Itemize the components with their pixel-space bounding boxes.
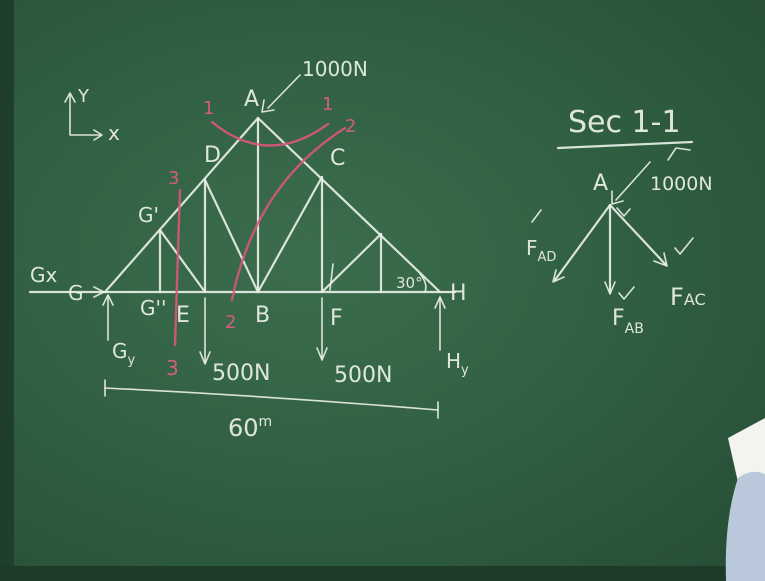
angle-arc bbox=[419, 273, 427, 293]
section-cut-2 bbox=[230, 126, 347, 302]
section-2-label-bottom: 2 bbox=[225, 312, 236, 333]
span-label: 60m bbox=[228, 414, 272, 442]
x-arrow-head bbox=[93, 129, 103, 141]
section-cut-1 bbox=[210, 120, 330, 147]
node-label-g-prime: G' bbox=[138, 203, 159, 227]
member-db bbox=[203, 178, 260, 294]
section-3-label-bottom: 3 bbox=[166, 356, 179, 380]
x-axis-label: x bbox=[108, 121, 120, 145]
node-label-a: A bbox=[244, 87, 259, 112]
top-load-line bbox=[267, 74, 301, 109]
gx-arrow-head bbox=[93, 286, 105, 298]
y-axis-label: Y bbox=[77, 86, 90, 107]
fbd-load-arrow-head bbox=[611, 190, 624, 205]
y-arrow-head bbox=[64, 92, 76, 103]
member-f-diagonal bbox=[320, 232, 383, 294]
angle-label: 30° bbox=[396, 274, 423, 292]
fbd-right-angle-mark bbox=[616, 207, 631, 217]
member-mark bbox=[329, 263, 334, 291]
fbd-fac-check bbox=[674, 237, 694, 255]
fbd-fac-line bbox=[608, 203, 668, 267]
free-body-diagram: Sec 1-1 A 1000N FAD FAB FAC bbox=[526, 105, 713, 337]
axes-lines bbox=[69, 94, 101, 136]
fbd-fad-label: FAD bbox=[526, 236, 556, 265]
node-label-d: D bbox=[204, 143, 221, 168]
load-label-left: 500N bbox=[212, 361, 270, 386]
reaction-label-hy: Hy bbox=[446, 349, 469, 378]
presenter-partial bbox=[725, 418, 765, 581]
node-label-g: G bbox=[68, 281, 84, 305]
fbd-fab-check bbox=[618, 286, 635, 300]
node-label-e: E bbox=[176, 303, 190, 328]
truss-left-top-chord bbox=[103, 116, 260, 294]
fbd-load-line bbox=[615, 161, 651, 201]
reaction-label-gy: Gy bbox=[112, 339, 136, 368]
fbd-fad-line bbox=[553, 203, 612, 282]
truss-diagram: A B C D E F G G' G'' H 30° Gx Gy Hy 1000… bbox=[28, 57, 469, 442]
fbd-load-label: 1000N bbox=[650, 173, 713, 195]
node-label-g-double-prime: G'' bbox=[140, 296, 167, 320]
section-3-label-top: 3 bbox=[168, 168, 179, 189]
load-label-top: 1000N bbox=[302, 57, 368, 81]
fbd-node-label: A bbox=[593, 171, 608, 196]
gy-arrow-head bbox=[102, 294, 114, 306]
section-1-label-left: 1 bbox=[203, 98, 214, 119]
left-load-arrow-head bbox=[199, 351, 211, 365]
top-load-arrow-head bbox=[261, 99, 275, 113]
span-dimension-line bbox=[104, 387, 439, 411]
fbd-fad-arrow-head bbox=[552, 269, 565, 283]
reaction-label-gx: Gx bbox=[30, 263, 57, 287]
node-label-h: H bbox=[450, 281, 467, 306]
section-cut-3 bbox=[173, 188, 182, 347]
right-load-arrow-head bbox=[316, 347, 328, 361]
fbd-fac-arrow-head bbox=[653, 252, 668, 267]
fbd-title: Sec 1-1 bbox=[568, 105, 681, 140]
fbd-load-check bbox=[667, 147, 691, 161]
node-label-f: F bbox=[330, 306, 343, 331]
member-g-prime-diagonal bbox=[158, 228, 207, 294]
board-bottom-tray bbox=[0, 566, 765, 581]
section-cuts: 1 1 2 2 3 3 bbox=[166, 94, 356, 380]
section-1-label-right: 1 bbox=[322, 94, 333, 115]
board-left-edge bbox=[0, 0, 14, 581]
fbd-fad-check bbox=[531, 209, 542, 223]
truss-right-top-chord bbox=[256, 116, 442, 294]
node-label-c: C bbox=[330, 146, 345, 171]
fbd-title-underline bbox=[556, 140, 694, 150]
fbd-fab-arrow-head bbox=[604, 281, 616, 295]
load-label-right: 500N bbox=[334, 363, 392, 388]
member-bc bbox=[256, 175, 324, 294]
fbd-fab-label: FAB bbox=[612, 306, 644, 337]
presenter-sleeve bbox=[725, 471, 765, 581]
coordinate-axes: Y x bbox=[64, 86, 120, 145]
section-2-label-top: 2 bbox=[345, 116, 356, 137]
hy-arrow-head bbox=[434, 296, 446, 309]
fbd-fac-label: FAC bbox=[670, 283, 706, 311]
node-label-b: B bbox=[255, 303, 270, 328]
